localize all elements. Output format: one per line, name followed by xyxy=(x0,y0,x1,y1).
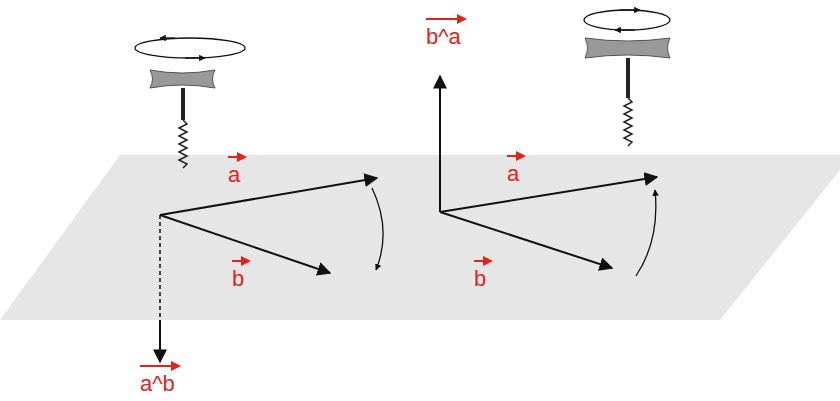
vector-label-text: b xyxy=(232,256,244,290)
vector-a xyxy=(160,178,377,215)
vector-label: a^b xyxy=(140,361,175,395)
vector-label-text: a xyxy=(507,151,519,185)
vector-b-cross-a xyxy=(439,76,441,212)
vector-a xyxy=(440,177,657,212)
vector-label: a xyxy=(228,152,240,186)
vector-label: b xyxy=(474,256,486,290)
vector-label-text: a^b xyxy=(140,361,175,395)
vector-label: b xyxy=(232,256,244,290)
rotation-arrow xyxy=(636,190,656,276)
vector-accent-arrow xyxy=(426,14,469,24)
corkscrew-left xyxy=(135,38,245,168)
vector-accent-arrow xyxy=(232,256,253,266)
vector-label: b^a xyxy=(426,14,461,48)
vector-b xyxy=(160,215,330,273)
vector-accent-arrow xyxy=(228,152,249,162)
vector-a-cross-b xyxy=(159,320,161,362)
vector-label-text: b xyxy=(474,256,486,290)
vector-accent-arrow xyxy=(474,256,495,266)
vector-b xyxy=(440,212,612,268)
plane xyxy=(0,155,840,320)
vector-label-text: b^a xyxy=(426,14,461,48)
vector-label: a xyxy=(507,151,519,185)
vector-accent-arrow xyxy=(140,361,183,371)
corkscrew-right xyxy=(584,10,670,146)
rotation-arrow xyxy=(372,188,383,270)
vector-label-text: a xyxy=(228,152,240,186)
hidden-vector xyxy=(159,215,161,320)
vector-accent-arrow xyxy=(507,151,528,161)
